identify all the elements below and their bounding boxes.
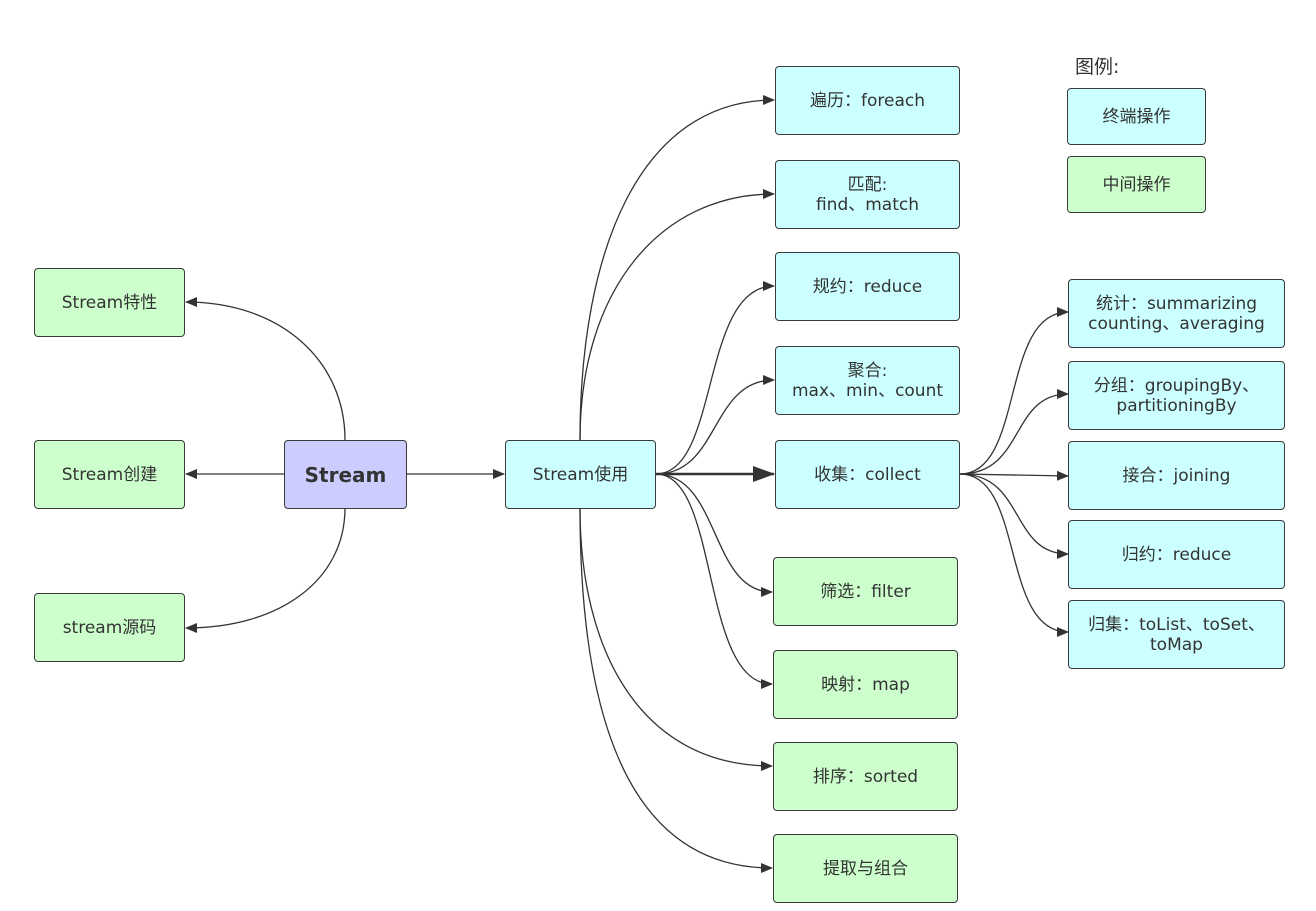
node-aggregate[interactable]: 聚合: max、min、count	[775, 346, 960, 415]
node-features-label: Stream特性	[61, 292, 158, 313]
node-sorted-label: 排序：sorted	[812, 766, 919, 787]
node-statistics-label-1: 统计：summarizing	[1095, 293, 1258, 314]
node-aggregate-label-1: 聚合:	[847, 360, 888, 381]
node-filter-label: 筛选：filter	[820, 581, 911, 602]
node-reduce[interactable]: 规约：reduce	[775, 252, 960, 321]
node-create[interactable]: Stream创建	[34, 440, 185, 509]
node-tolist-label-1: 归集：toList、toSet、	[1088, 614, 1265, 635]
edge-usage-agg	[655, 375, 775, 475]
node-joining[interactable]: 接合：joining	[1068, 441, 1285, 510]
node-source[interactable]: stream源码	[34, 593, 185, 662]
node-root[interactable]: Stream	[284, 440, 407, 509]
node-collect-label: 收集：collect	[814, 464, 921, 485]
legend-middle: 中间操作	[1067, 156, 1206, 213]
node-match[interactable]: 匹配: find、match	[775, 160, 960, 229]
legend-terminal-label: 终端操作	[1102, 106, 1171, 127]
node-usage[interactable]: Stream使用	[505, 440, 656, 509]
node-statistics-label-2: counting、averaging	[1088, 313, 1265, 334]
edge-usage-map	[655, 473, 773, 689]
node-root-label: Stream	[304, 462, 387, 487]
edge-collect-joining	[959, 470, 1069, 481]
edge-usage-reduce	[655, 281, 775, 475]
legend-middle-label: 中间操作	[1102, 174, 1171, 195]
node-extract[interactable]: 提取与组合	[773, 834, 958, 903]
edge-usage-match	[579, 189, 775, 441]
legend-title: 图例:	[1075, 56, 1120, 78]
node-sorted[interactable]: 排序：sorted	[773, 742, 958, 811]
node-source-label: stream源码	[62, 617, 157, 638]
node-create-label: Stream创建	[61, 464, 158, 485]
node-reduce2-label: 归约：reduce	[1121, 544, 1232, 565]
node-reduce-label: 规约：reduce	[812, 276, 923, 297]
node-usage-label: Stream使用	[532, 464, 629, 485]
node-match-label-2: find、match	[815, 194, 920, 215]
edge-usage-sorted	[579, 507, 773, 771]
node-reduce2[interactable]: 归约：reduce	[1068, 520, 1285, 589]
edge-collect-tolist	[959, 473, 1069, 637]
node-grouping[interactable]: 分组：groupingBy、 partitioningBy	[1068, 361, 1285, 430]
node-map-label: 映射：map	[821, 674, 910, 695]
edge-root-source	[185, 507, 346, 633]
node-statistics[interactable]: 统计：summarizing counting、averaging	[1068, 279, 1285, 348]
edge-usage-extract	[579, 507, 773, 873]
node-map[interactable]: 映射：map	[773, 650, 958, 719]
legend-terminal: 终端操作	[1067, 88, 1206, 145]
node-tolist[interactable]: 归集：toList、toSet、 toMap	[1068, 600, 1285, 669]
node-extract-label: 提取与组合	[823, 858, 908, 879]
node-foreach-label: 遍历：foreach	[810, 90, 925, 111]
edge-collect-reduce2	[959, 473, 1069, 559]
node-grouping-label-1: 分组：groupingBy、	[1093, 375, 1260, 396]
node-aggregate-label-2: max、min、count	[791, 380, 944, 401]
node-foreach[interactable]: 遍历：foreach	[775, 66, 960, 135]
node-features[interactable]: Stream特性	[34, 268, 185, 337]
node-collect[interactable]: 收集：collect	[775, 440, 960, 509]
edge-usage-filter	[655, 473, 773, 597]
edge-collect-stat	[959, 307, 1069, 475]
edge-collect-group	[959, 389, 1069, 475]
node-tolist-label-2: toMap	[1150, 634, 1203, 655]
edge-usage-foreach	[579, 95, 775, 441]
node-filter[interactable]: 筛选：filter	[773, 557, 958, 626]
node-joining-label: 接合：joining	[1122, 465, 1231, 486]
node-match-label-1: 匹配:	[847, 174, 888, 195]
edge-root-features	[185, 297, 346, 441]
node-grouping-label-2: partitioningBy	[1116, 395, 1237, 416]
